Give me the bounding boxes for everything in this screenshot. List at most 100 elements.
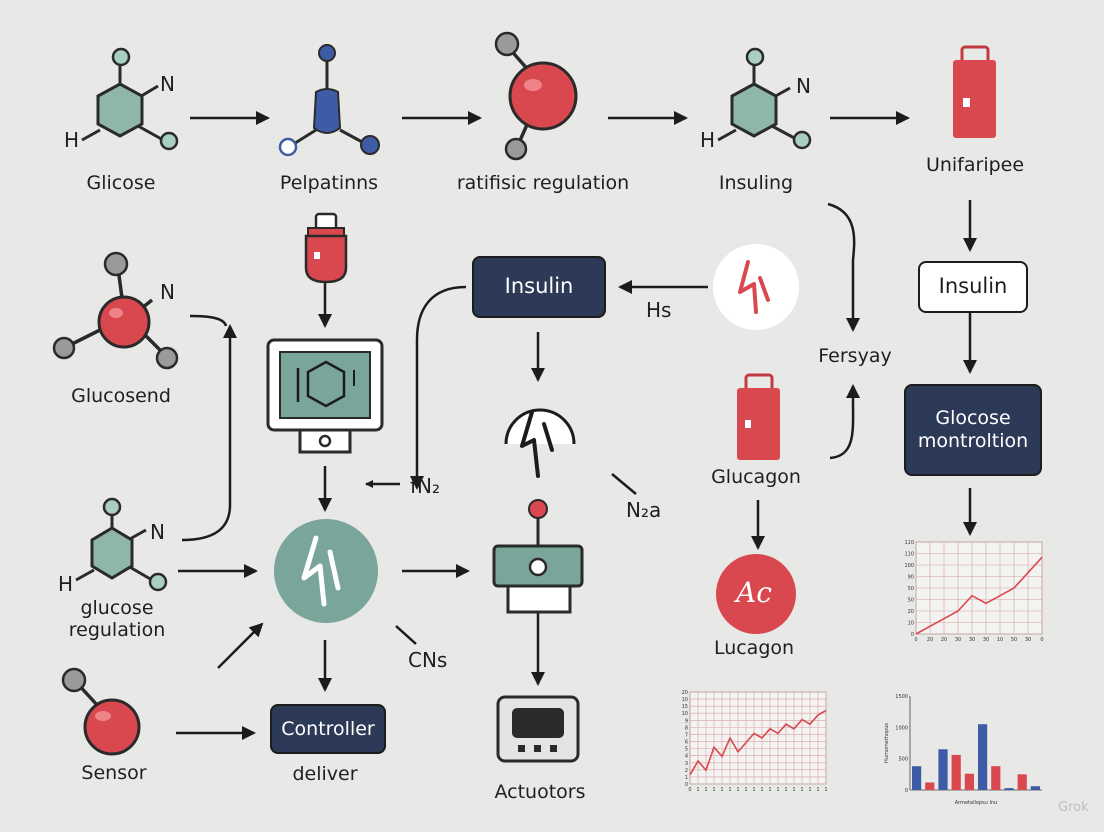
chart-x-tick: 1 <box>720 787 723 793</box>
chart-y-tick: 7 <box>685 732 688 738</box>
chart-x-tick: 1 <box>728 787 731 793</box>
label-regulation: ratifisic regulation <box>456 172 630 194</box>
chart-series-line <box>915 556 1043 635</box>
arrow-glucagon-to-fersyay <box>829 384 860 460</box>
chart-x-tick: 1 <box>752 787 755 793</box>
label-insuling: Insuling <box>718 172 794 194</box>
label-hs: Hs <box>646 298 672 322</box>
chart-y-tick: 20 <box>908 609 914 615</box>
sensor-ball-icon <box>61 667 141 756</box>
chart-x-tick: 1 <box>792 787 795 793</box>
chart-x-tick: 1 <box>704 787 707 793</box>
chart-bar <box>925 782 935 790</box>
chart-y-tick: 100 <box>904 563 914 569</box>
chart-x-tick: 10 <box>997 637 1003 643</box>
label-deliver: deliver <box>292 763 358 785</box>
chart-x-tick: 20 <box>941 637 947 643</box>
insuling-molecule-icon <box>717 47 812 150</box>
chart-y-tick: 2 <box>685 768 688 774</box>
chart-bar <box>964 773 974 790</box>
regulation-molecule-icon <box>494 31 578 161</box>
chart-y-tick: 0 <box>911 632 914 638</box>
label-n2a: N₂a <box>626 498 662 522</box>
controller-box[interactable]: Controller <box>270 704 386 754</box>
chart-plot-area <box>689 691 827 785</box>
glucose-monitor-box[interactable]: Glocose montroltion <box>904 384 1042 476</box>
core-bolt-icon <box>274 519 378 623</box>
atom-n-glucose: N <box>160 72 175 96</box>
vial-icon <box>304 212 348 284</box>
tick-cns <box>395 625 417 645</box>
chart-x-tick: 1 <box>712 787 715 793</box>
chart-y-tick: 10 <box>682 697 688 703</box>
peptides-molecule-icon <box>278 44 380 157</box>
ac-circle-icon <box>716 554 796 634</box>
chart-bar <box>991 766 1001 790</box>
atom-h-insuling: H <box>700 128 716 152</box>
chart-x-tick: 1 <box>760 787 763 793</box>
label-sensor: Sensor <box>81 762 147 784</box>
label-container: Unifaripee <box>925 154 1025 176</box>
chart-x-tick: 30 <box>983 637 989 643</box>
chart-y-tick: 0 <box>685 782 688 788</box>
label-fersyay: Fersyay <box>818 345 892 367</box>
atom-h-glucose: H <box>64 128 80 152</box>
chart-x-tick: 30 <box>955 637 961 643</box>
label-glucagon: Glucagon <box>711 466 801 488</box>
glucosend-molecule-icon <box>52 251 179 370</box>
chart-bar <box>1030 786 1040 790</box>
chart-x-tick: 1 <box>736 787 739 793</box>
monitor-icon <box>266 338 384 454</box>
insulin-center-box[interactable]: Insulin <box>472 256 606 318</box>
chart-x-tick: 1 <box>816 787 819 793</box>
chart-x-tick: 0 <box>914 637 917 643</box>
label-actuators: Actuotors <box>494 781 586 803</box>
chart-y-tick: 15 <box>682 704 688 710</box>
chart-x-tick: 1 <box>824 787 827 793</box>
chart-x-tick: 1 <box>808 787 811 793</box>
chart-x-tick: 50 <box>1011 637 1017 643</box>
chart-bar <box>912 766 922 790</box>
chart-x-tick: 30 <box>969 637 975 643</box>
insulin-right-box[interactable]: Insulin <box>918 261 1028 313</box>
label-fn2: fN₂ <box>410 474 441 498</box>
chart-y-tick: 9 <box>685 718 688 724</box>
container-icon <box>953 45 996 138</box>
atom-h-regulation: H <box>58 572 74 596</box>
bolt-signal-icon <box>713 244 799 330</box>
chart-y-tick: 5 <box>685 747 688 753</box>
chart-y-tick: 1 <box>685 775 688 781</box>
arrow-loop-hook <box>189 314 228 327</box>
label-glucosend: Glucosend <box>71 385 171 407</box>
chart-y-tick: 20 <box>682 690 688 696</box>
chart-y-tick: 8 <box>685 725 688 731</box>
atom-n-regulation: N <box>150 520 165 544</box>
chart-y-tick: 10 <box>908 621 914 627</box>
atom-n-glucosend: N <box>160 280 175 304</box>
chart-x-tick: 1 <box>768 787 771 793</box>
chart-bar <box>1004 788 1014 790</box>
chart-x-tick: 1 <box>800 787 803 793</box>
chart-y-tick: 110 <box>904 540 914 546</box>
label-lucagon: Lucagon <box>713 637 795 659</box>
arrow-sensor-to-core <box>217 622 264 669</box>
arrow-loop-up <box>181 324 237 542</box>
chart-y-tick: 1000 <box>895 725 908 731</box>
chart-y-tick: 4 <box>685 754 688 760</box>
chart-x-tick: 1 <box>776 787 779 793</box>
chart-x-tick: 20 <box>927 637 933 643</box>
chart-y-tick: 3 <box>685 761 688 767</box>
chart-x-tick: 1 <box>744 787 747 793</box>
label-glucose-regulation: glucose regulation <box>68 597 166 641</box>
chart-y-tick: 10 <box>682 711 688 717</box>
glucagon-container-icon <box>737 373 780 460</box>
pulse-icon <box>504 408 576 478</box>
chart-y-tick: 1500 <box>895 694 908 700</box>
tick-n2a <box>611 473 637 495</box>
chart-bar <box>1017 774 1027 790</box>
chart-x-tick: 30 <box>1025 637 1031 643</box>
